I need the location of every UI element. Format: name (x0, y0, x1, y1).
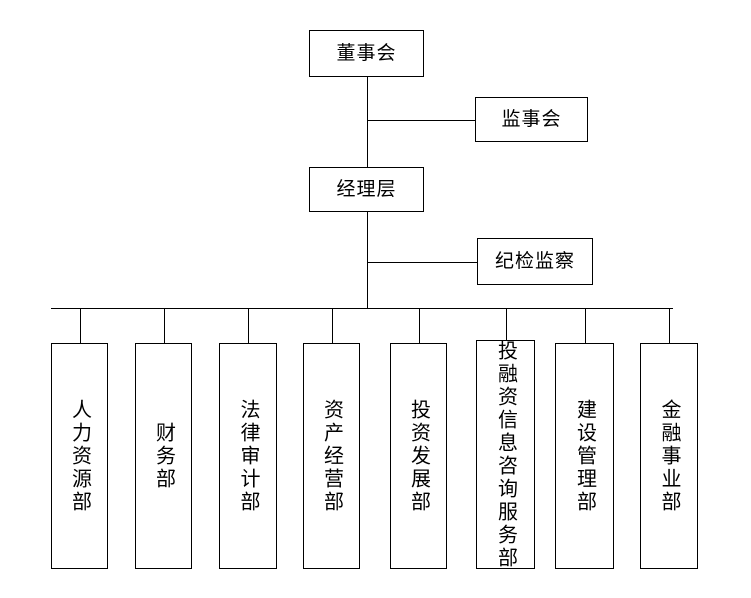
connector-bus-to-department (669, 308, 670, 343)
node-department[interactable]: 建设管理部 (555, 343, 614, 569)
node-department[interactable]: 金融事业部 (640, 343, 698, 569)
node-department[interactable]: 投融资信息咨询服务部 (476, 339, 535, 570)
node-department[interactable]: 人力资源部 (51, 343, 108, 569)
connector-bus-to-department (506, 308, 507, 340)
node-discipline-inspection-label: 纪检监察 (494, 250, 575, 272)
connector-bus-to-department (332, 308, 333, 343)
node-board-of-directors-label: 董事会 (336, 42, 397, 64)
node-department-label: 投资发展部 (407, 398, 430, 514)
node-management-layer[interactable]: 经理层 (309, 167, 424, 212)
node-discipline-inspection[interactable]: 纪检监察 (477, 238, 593, 285)
node-department-label: 建设管理部 (573, 398, 596, 514)
connector-board-to-supervisory (367, 120, 475, 121)
connector-bus-to-department (419, 308, 420, 343)
connector-bus-to-department (164, 308, 165, 343)
node-management-layer-label: 经理层 (336, 178, 397, 200)
node-board-of-directors[interactable]: 董事会 (309, 30, 424, 77)
node-supervisory-board-label: 监事会 (501, 108, 562, 130)
connector-department-bus (51, 308, 673, 309)
connector-bus-to-department (80, 308, 81, 343)
node-supervisory-board[interactable]: 监事会 (475, 97, 588, 142)
node-department[interactable]: 投资发展部 (390, 343, 447, 569)
node-department-label: 财务部 (152, 421, 175, 491)
node-department[interactable]: 法律审计部 (219, 343, 277, 569)
node-department[interactable]: 资产经营部 (303, 343, 360, 569)
connector-bus-to-department (248, 308, 249, 343)
connector-management-to-bus (367, 212, 368, 308)
node-department-label: 金融事业部 (658, 398, 680, 514)
node-department-label: 人力资源部 (68, 398, 91, 514)
connector-management-to-discipline (367, 262, 477, 263)
node-department-label: 法律审计部 (237, 398, 259, 514)
node-department[interactable]: 财务部 (135, 343, 192, 569)
node-department-label: 投融资信息咨询服务部 (494, 339, 517, 570)
node-department-label: 资产经营部 (320, 398, 343, 514)
connector-board-to-management (367, 77, 368, 167)
connector-bus-to-department (585, 308, 586, 343)
